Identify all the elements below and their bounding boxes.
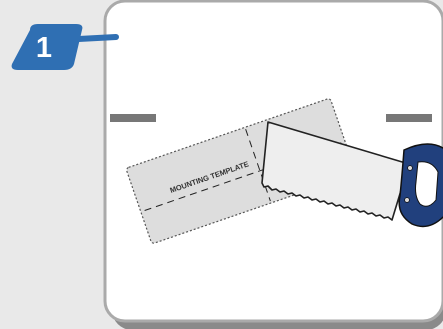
- wall-marker-right: [386, 114, 432, 122]
- step-badge: [11, 24, 119, 70]
- template-center-line-vertical: [245, 129, 271, 202]
- wall-marker-left: [110, 114, 156, 122]
- hand-saw-icon: [261, 121, 443, 228]
